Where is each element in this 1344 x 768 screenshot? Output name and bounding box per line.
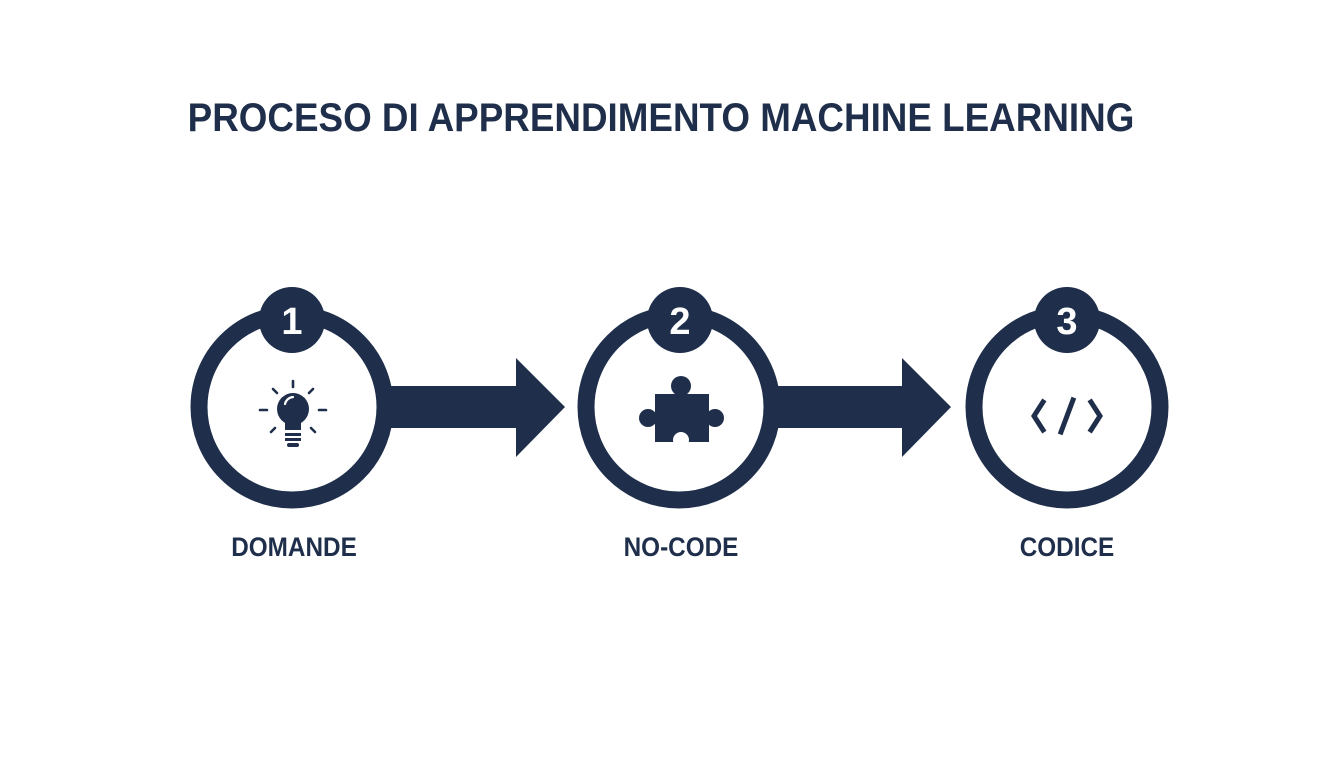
diagram-title: PROCESO DI APPRENDIMENTO MACHINE LEARNIN… — [187, 96, 1135, 140]
step-3-number: 3 — [1056, 301, 1077, 343]
arrow-1-to-2 — [390, 358, 565, 457]
step-3: 3 — [965, 287, 1169, 509]
lightbulb-icon — [258, 379, 328, 447]
step-2-number-badge — [647, 287, 713, 353]
step-1: 1 — [190, 287, 394, 509]
step-1-number: 1 — [281, 301, 302, 343]
step-3-label: CODICE — [1019, 532, 1115, 562]
puzzle-piece-icon — [639, 376, 724, 448]
step-1-label: DOMANDE — [231, 532, 357, 562]
step-2: 2 — [577, 287, 781, 509]
code-icon — [1031, 396, 1103, 436]
step-2-label: NO-CODE — [623, 532, 739, 562]
step-3-number-badge — [1034, 287, 1100, 353]
step-1-number-badge — [259, 287, 325, 353]
arrow-2-to-3 — [776, 358, 951, 457]
step-2-number: 2 — [669, 301, 690, 343]
